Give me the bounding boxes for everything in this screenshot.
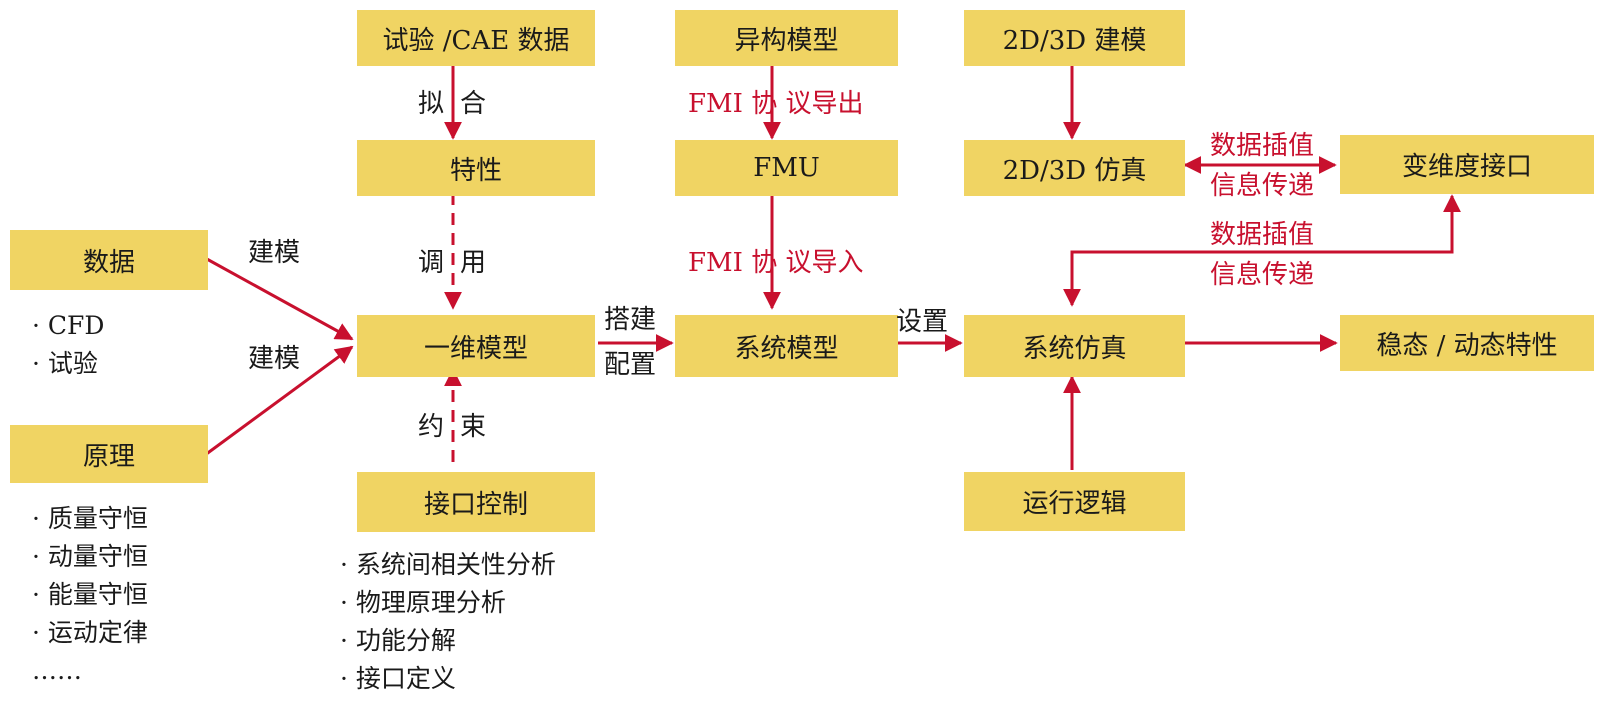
node-data: 数据	[10, 230, 208, 290]
node-principle: 原理	[10, 425, 208, 483]
node-label: FMU	[753, 153, 820, 183]
principle-item-list: 质量守恒 动量守恒 能量守恒 运动定律 ……	[32, 500, 148, 690]
node-label: 试验 /CAE 数据	[382, 25, 570, 56]
node-label: 特性	[449, 155, 502, 186]
list-item: 能量守恒	[32, 576, 148, 614]
node-label: 系统模型	[734, 333, 839, 364]
list-item: 接口定义	[340, 660, 556, 698]
edge-label-configure: 配置	[604, 350, 657, 380]
list-item: 试验	[32, 345, 104, 383]
edge-label-setup: 设置	[896, 307, 949, 337]
node-system-simulation: 系统仿真	[964, 315, 1185, 377]
node-steady-dynamic-characteristics: 稳态 / 动态特性	[1340, 315, 1594, 371]
node-characteristics: 特性	[357, 140, 595, 196]
list-item: 功能分解	[340, 622, 556, 660]
node-label: 一维模型	[423, 333, 528, 364]
edge-label-fmi-export: FMI 协 议导出	[688, 89, 864, 119]
list-more: ……	[32, 656, 82, 685]
node-label: 稳态 / 动态特性	[1376, 330, 1558, 361]
node-label: 原理	[82, 441, 135, 472]
node-label: 2D/3D 建模	[1002, 25, 1147, 56]
list-item: 物理原理分析	[340, 584, 556, 622]
node-variable-dimension-interface: 变维度接口	[1340, 135, 1594, 194]
edge-label-modeling-principle: 建模	[248, 344, 301, 374]
edge-label-interpolation-bottom: 数据插值	[1210, 220, 1315, 250]
node-fmu: FMU	[675, 140, 898, 196]
list-item: 运动定律	[32, 614, 148, 652]
edge-label-build: 搭建	[604, 305, 657, 335]
edge-label-constraint: 约束	[418, 412, 503, 442]
list-item: 动量守恒	[32, 538, 148, 576]
node-label: 数据	[82, 247, 135, 278]
arrow-interface-system-sim	[1063, 194, 1461, 307]
edge-label-call: 调用	[418, 248, 503, 278]
arrow-data-to-1d-model	[204, 256, 354, 341]
data-item-list: CFD 试验	[32, 307, 105, 383]
node-label: 系统仿真	[1022, 333, 1127, 364]
node-label: 异构模型	[734, 25, 839, 56]
node-label: 接口控制	[423, 489, 528, 520]
node-1d-model: 一维模型	[357, 315, 595, 377]
edge-label-modeling-data: 建模	[248, 238, 301, 268]
edge-label-fmi-import: FMI 协 议导入	[688, 248, 864, 278]
arrow-principle-to-1d-model	[204, 345, 354, 457]
edge-label-fit: 拟合	[418, 89, 503, 119]
list-item: 质量守恒	[32, 500, 148, 538]
node-system-model: 系统模型	[675, 315, 898, 377]
node-label: 2D/3D 仿真	[1002, 155, 1147, 186]
node-run-logic: 运行逻辑	[964, 472, 1185, 531]
edge-label-transfer-bottom: 信息传递	[1210, 260, 1315, 290]
interface-item-list: 系统间相关性分析 物理原理分析 功能分解 接口定义	[340, 546, 556, 698]
edge-label-transfer-top: 信息传递	[1210, 171, 1315, 201]
node-label: 变维度接口	[1401, 152, 1532, 182]
node-2d3d-modeling: 2D/3D 建模	[964, 10, 1185, 66]
node-heterogeneous-model: 异构模型	[675, 10, 898, 66]
list-item: CFD	[32, 307, 105, 345]
node-test-cae-data: 试验 /CAE 数据	[357, 10, 595, 66]
list-item: 系统间相关性分析	[340, 546, 556, 584]
node-interface-control: 接口控制	[357, 472, 595, 532]
edge-label-interpolation-top: 数据插值	[1210, 131, 1315, 161]
node-label: 运行逻辑	[1022, 489, 1127, 519]
node-2d3d-simulation: 2D/3D 仿真	[964, 140, 1185, 196]
